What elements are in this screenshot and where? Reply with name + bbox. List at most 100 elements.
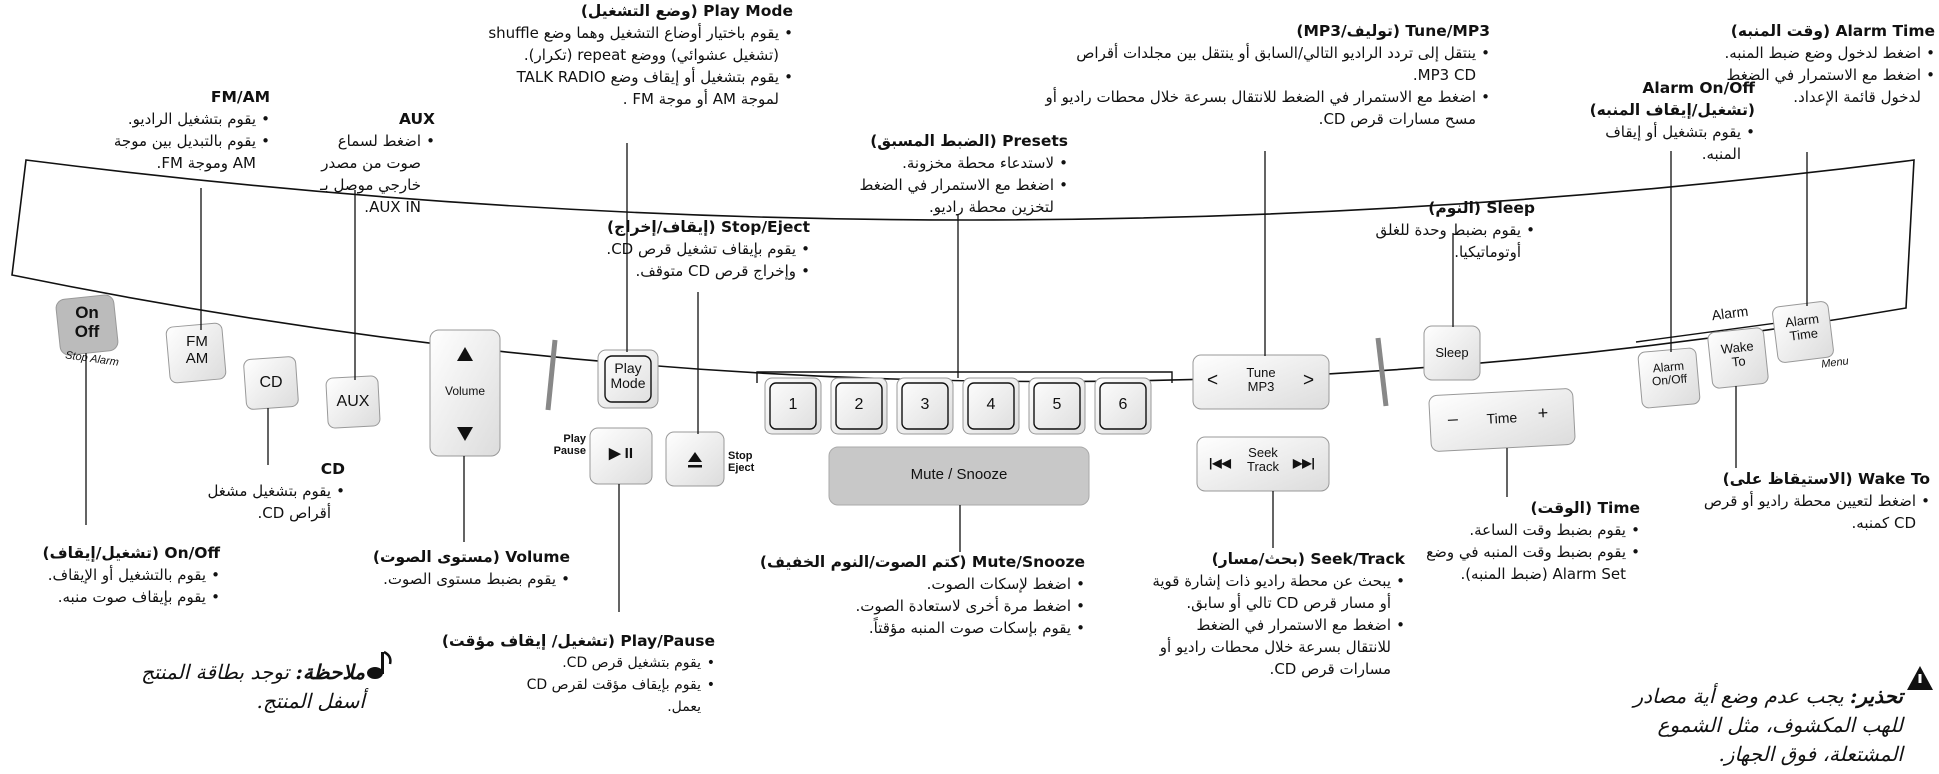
- title-en: Presets: [1002, 132, 1068, 150]
- aux-button[interactable]: AUX: [336, 393, 370, 410]
- seek-back-icon: |◀◀: [1209, 456, 1231, 470]
- time-minus: –: [1447, 408, 1459, 429]
- title-ar: (وضع التشغيل): [580, 2, 698, 20]
- callout-title: Sleep (النوم): [1335, 197, 1535, 219]
- fm-am-button[interactable]: FM AM: [170, 333, 224, 367]
- volume-button[interactable]: Volume: [444, 384, 486, 398]
- title-ar: (تشغيل/ إيقاف مؤقت): [441, 632, 615, 650]
- play-pause-button[interactable]: ▶ II: [608, 445, 634, 462]
- mute-snooze-button[interactable]: Mute / Snooze: [910, 466, 1008, 483]
- title-en: Volume: [505, 548, 570, 566]
- callout-item: يقوم بالتبديل بين موجة AM وموجة FM.: [90, 130, 270, 174]
- play-side-text: Play: [563, 433, 586, 445]
- seek-button-shape: [1196, 436, 1330, 492]
- callout-title: Time (الوقت): [1420, 497, 1640, 519]
- callout-item: اضغط لدخول وضع ضبط المنبه.: [1705, 42, 1935, 64]
- title-en: Play Mode: [703, 2, 793, 20]
- title-ar: (النوم): [1428, 199, 1481, 217]
- title-en: Play/Pause: [620, 632, 715, 650]
- stop-eject-button[interactable]: [666, 432, 724, 486]
- seek-button[interactable]: |◀◀ Seek Track ▶▶|: [1197, 437, 1329, 491]
- callout-item: يقوم بضبط وقت المنبه في وضع Alarm Set (ض…: [1420, 541, 1640, 585]
- callout-alarm-time: Alarm Time (وقت المنبه) اضغط لدخول وضع ض…: [1705, 20, 1935, 108]
- callout-item: يقوم باختيار أوضاع التشغيل وهما وضع shuf…: [488, 22, 793, 66]
- divider-left: [545, 339, 558, 411]
- preset-5-button[interactable]: 5: [1052, 396, 1062, 413]
- callout-list: اضغط لسماع صوت من مصدر خارجي موصل بـ AUX…: [315, 130, 435, 218]
- alarm-time-button-shape: [1772, 301, 1834, 363]
- title-ar: (تشغيل/إيقاف): [42, 544, 159, 562]
- callout-item: يقوم بالتشغيل أو الإيقاف.: [5, 564, 220, 586]
- title-en: Time: [1597, 499, 1640, 517]
- preset-1-button[interactable]: 1: [788, 396, 798, 413]
- time-plus: +: [1537, 402, 1549, 424]
- callout-list: يقوم بتشغيل الراديو. يقوم بالتبديل بين م…: [90, 108, 270, 174]
- time-button-shape: [1428, 388, 1576, 452]
- note-body: توجد بطاقة المنتج أسفل المنتج.: [141, 660, 365, 713]
- play-pause-button-shape: [589, 427, 653, 485]
- on-label: On: [75, 303, 99, 322]
- tune-button[interactable]: < Tune MP3 >: [1193, 355, 1329, 409]
- sleep-button-shape: [1423, 325, 1481, 381]
- callout-item: اضغط لتعيين محطة راديو أو قرص CD كمنبه.: [1680, 490, 1930, 534]
- callout-item: يبحث عن محطة راديو ذات إشارة قوية أو مسا…: [1150, 570, 1405, 614]
- title-ar: (الاستيقاظ على): [1722, 470, 1853, 488]
- callout-aux: AUX اضغط لسماع صوت من مصدر خارجي موصل بـ…: [315, 108, 435, 218]
- volume-up-arrow: [457, 347, 473, 361]
- callout-item: يقوم بتشغيل الراديو.: [90, 108, 270, 130]
- warning-body: يجب عدم وضع أية مصادر للهب المكشوف، مثل …: [1633, 684, 1903, 766]
- preset-buttons-shapes: [764, 377, 1152, 435]
- on-off-button[interactable]: On Off: [60, 303, 114, 341]
- callout-item: يقوم بتشغيل مشغل أقراص CD.: [185, 480, 345, 524]
- callout-item: يقوم بإيقاف تشغيل قرص CD.: [605, 238, 810, 260]
- play-mode-button[interactable]: Play Mode: [605, 360, 651, 392]
- off-label: Off: [74, 321, 100, 341]
- callout-title: Seek/Track (بحث/مسار): [1150, 548, 1405, 570]
- callout-item: اضغط مع الاستمرار في الضغط للانتقال بسرع…: [1150, 614, 1405, 680]
- preset-3-button[interactable]: 3: [920, 396, 930, 413]
- play-pause-side-label: Play Pause: [544, 433, 586, 457]
- callout-title: Volume (مستوى الصوت): [320, 546, 570, 568]
- alarm-onoff-button[interactable]: Alarm On/Off: [1639, 359, 1699, 390]
- callout-list: اضغط لتعيين محطة راديو أو قرص CD كمنبه.: [1680, 490, 1930, 534]
- callout-item: وإخراج قرص CD متوقف.: [605, 260, 810, 282]
- volume-button-shape: [429, 329, 501, 457]
- callout-title: Play Mode (وضع التشغيل): [488, 0, 793, 22]
- callout-list: يقوم بتشغيل أو إيقاف المنبه.: [1570, 121, 1755, 165]
- pause-side-text: Pause: [553, 445, 586, 458]
- eject-side-text: Eject: [728, 462, 755, 475]
- callout-title: Wake To (الاستيقاظ على): [1680, 468, 1930, 490]
- callout-list: اضغط لدخول وضع ضبط المنبه. اضغط مع الاست…: [1705, 42, 1935, 108]
- callout-list: يبحث عن محطة راديو ذات إشارة قوية أو مسا…: [1150, 570, 1405, 680]
- tune-left-arrow: <: [1207, 370, 1219, 391]
- callout-presets: Presets (الضبط المسبق) لاستدعاء محطة مخز…: [843, 130, 1068, 218]
- callout-list: يقوم بإيقاف تشغيل قرص CD. وإخراج قرص CD …: [605, 238, 810, 282]
- preset-2-button[interactable]: 2: [854, 396, 864, 413]
- title-en: Wake To: [1858, 470, 1930, 488]
- preset-4-button[interactable]: 4: [986, 396, 996, 413]
- callout-cd: CD يقوم بتشغيل مشغل أقراص CD.: [185, 458, 345, 524]
- tune-right-arrow: >: [1303, 370, 1315, 391]
- callout-list: اضغط لإسكات الصوت. اضغط مرة أخرى لاستعاد…: [755, 573, 1085, 639]
- title-ar: (توليف/MP3): [1296, 22, 1400, 40]
- callout-title: Play/Pause (تشغيل/ إيقاف مؤقت): [442, 630, 715, 652]
- warning-text: تحذير: يجب عدم وضع أية مصادر للهب المكشو…: [1598, 682, 1903, 769]
- title-ar: (الضبط المسبق): [870, 132, 997, 150]
- callout-title: AUX: [398, 110, 435, 128]
- seek-text: Seek: [1248, 445, 1278, 460]
- callout-list: يقوم بتشغيل مشغل أقراص CD.: [185, 480, 345, 524]
- callout-seek: Seek/Track (بحث/مسار) يبحث عن محطة راديو…: [1150, 548, 1405, 680]
- callout-item: اضغط مرة أخرى لاستعادة الصوت.: [755, 595, 1085, 617]
- title-en: Tune/MP3: [1405, 22, 1490, 40]
- time-button[interactable]: – Time +: [1429, 388, 1576, 451]
- alarm-onoff-button-shape: [1637, 347, 1701, 409]
- callout-title: Tune/MP3 (توليف/MP3): [1040, 20, 1490, 42]
- wake-to-button[interactable]: Wake To: [1709, 338, 1768, 372]
- cd-button[interactable]: CD: [259, 374, 283, 391]
- callout-item: اضغط مع الاستمرار في الضغط لدخول قائمة ا…: [1705, 64, 1935, 108]
- play-mode-label-1: Play: [614, 360, 642, 376]
- callout-item: يقوم بإيقاف مؤقت لقرص CD يعمل.: [500, 674, 715, 718]
- sleep-button[interactable]: Sleep: [1435, 345, 1469, 360]
- preset-6-button[interactable]: 6: [1118, 396, 1128, 413]
